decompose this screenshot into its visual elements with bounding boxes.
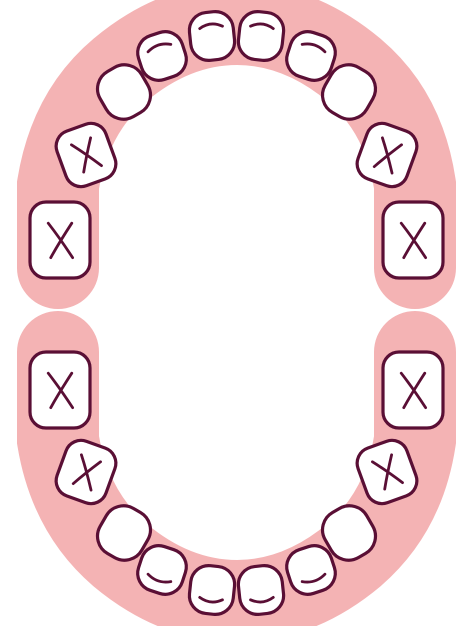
tooth-incisor-l6[interactable] bbox=[237, 564, 286, 616]
tooth-molar-u1[interactable] bbox=[30, 202, 90, 278]
tooth-incisor-u5[interactable] bbox=[188, 10, 237, 62]
tooth-molar-u10[interactable] bbox=[383, 202, 443, 278]
lower-arch bbox=[30, 352, 443, 616]
tooth-incisor-l5[interactable] bbox=[188, 564, 237, 616]
tooth-incisor-u6[interactable] bbox=[237, 10, 286, 62]
upper-arch bbox=[30, 10, 443, 278]
incisor-outline bbox=[237, 564, 286, 616]
incisor-outline bbox=[237, 10, 286, 62]
incisor-outline bbox=[188, 564, 237, 616]
tooth-molar-l10[interactable] bbox=[383, 352, 443, 428]
tooth-molar-l1[interactable] bbox=[30, 352, 90, 428]
incisor-outline bbox=[188, 10, 237, 62]
